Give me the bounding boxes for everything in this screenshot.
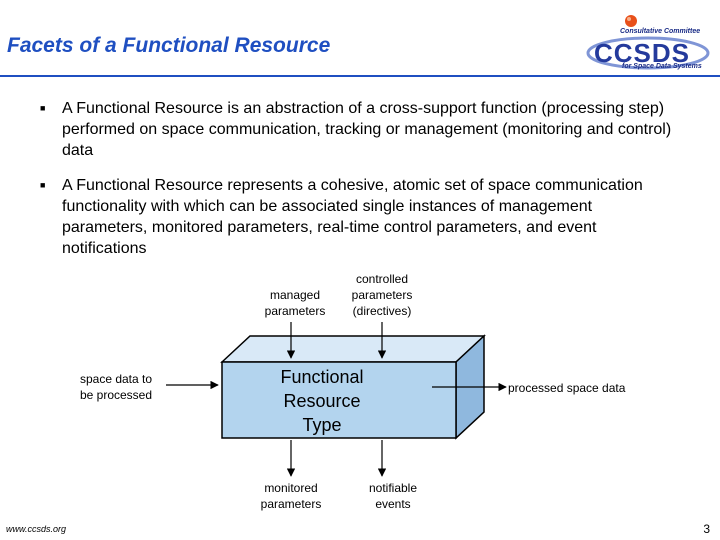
bullet-item: ■ A Functional Resource represents a coh… [40, 175, 680, 259]
footer-url: www.ccsds.org [6, 524, 67, 534]
notifiable-events-label: notifiable events [368, 481, 418, 511]
logo-swoosh-icon [586, 36, 710, 70]
ccsds-logo: Consultative Committee CCSDS for Space D… [584, 14, 714, 72]
functional-resource-type-label: Functional Resource Type [280, 367, 364, 435]
input-data-label: space data to be processed [79, 372, 153, 402]
box-top-face [220, 335, 486, 363]
box-front-face [221, 361, 457, 439]
output-data-label: processed space data [508, 381, 626, 395]
bullet-text: A Functional Resource is an abstraction … [62, 100, 672, 159]
slide-title: Facets of a Functional Resource [7, 34, 331, 57]
page-number: 3 [703, 522, 710, 536]
managed-parameters-label: managed parameters [264, 288, 326, 318]
logo-wordmark: CCSDS [594, 38, 691, 68]
controlled-parameters-label: controlled parameters (directives) [351, 272, 413, 318]
logo-orb-icon [625, 15, 637, 27]
monitored-parameters-label: monitored parameters [260, 481, 322, 511]
logo-bottom-line: for Space Data Systems [622, 63, 702, 70]
header-divider [0, 75, 720, 77]
square-bullet-icon: ■ [40, 103, 46, 113]
bullet-item: ■ A Functional Resource is an abstractio… [40, 98, 680, 161]
bullet-text: A Functional Resource represents a cohes… [62, 177, 643, 257]
logo-top-line: Consultative Committee [620, 28, 701, 35]
square-bullet-icon: ■ [40, 180, 46, 190]
